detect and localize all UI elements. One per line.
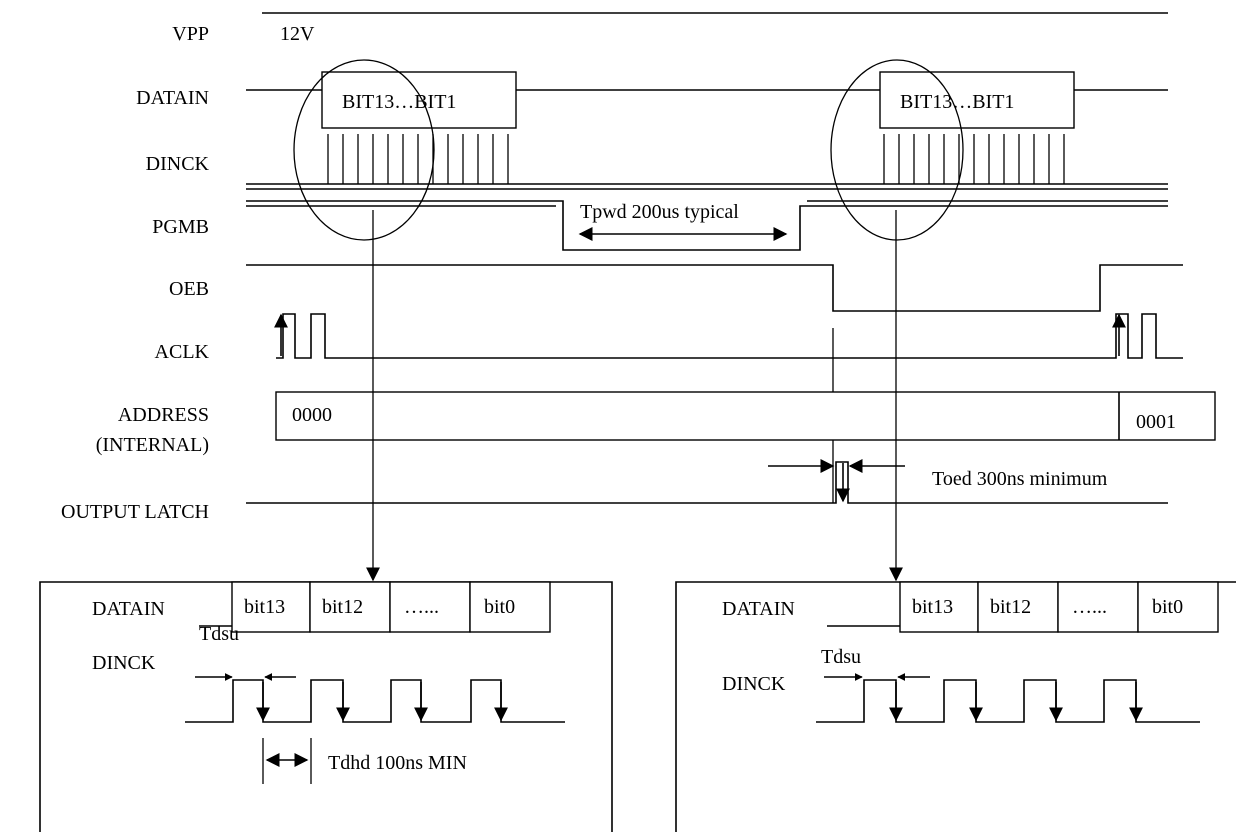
detail-right-cell-bit13: bit13: [912, 596, 953, 618]
dinck-pulses-left: [327, 134, 509, 184]
output-latch-waveform: [246, 461, 1168, 504]
label-oeb: OEB: [169, 278, 209, 300]
detail-left-datain-label: DATAIN: [92, 598, 165, 620]
detail-right-cell-bit12: bit12: [990, 596, 1031, 618]
detail-left-cell-bit13: bit13: [244, 596, 285, 618]
detail-right-tdsu-label: Tdsu: [821, 646, 861, 668]
label-datain: DATAIN: [136, 87, 209, 109]
aclk-waveform: [276, 313, 1183, 359]
detail-left-cell-ellipsis: …...: [404, 596, 439, 618]
tpwd-label: Tpwd 200us typical: [580, 201, 739, 223]
label-address-internal: (INTERNAL): [96, 434, 209, 456]
detail-left-dinck-waveform: [185, 679, 565, 723]
detail-right-dinck-waveform: [816, 679, 1200, 723]
detail-right-cell-bit0: bit0: [1152, 596, 1183, 618]
data-burst-label-left: BIT13…BIT1: [342, 91, 456, 113]
vpp-value: 12V: [280, 23, 315, 45]
highlight-circle-right: [830, 59, 964, 241]
highlight-circle-left: [293, 59, 435, 241]
label-pgmb: PGMB: [152, 216, 209, 238]
address-value-0000: 0000: [292, 404, 332, 426]
detail-right-cell-ellipsis: …...: [1072, 596, 1107, 618]
detail-left-tdhd-label: Tdhd 100ns MIN: [328, 752, 467, 774]
label-aclk: ACLK: [155, 341, 210, 363]
address-bus: [275, 391, 1216, 441]
detail-left-tdsu-label: Tdsu: [199, 623, 239, 645]
detail-box-left: [39, 581, 613, 832]
detail-left-cell-bit0: bit0: [484, 596, 515, 618]
datain-waveform: [246, 71, 1168, 129]
detail-right-dinck-label: DINCK: [722, 673, 786, 695]
address-value-0001: 0001: [1136, 411, 1176, 433]
label-address: ADDRESS: [118, 404, 209, 426]
detail-box-right: [675, 581, 1236, 832]
detail-right-datain-label: DATAIN: [722, 598, 795, 620]
detail-left-cell-bit12: bit12: [322, 596, 363, 618]
label-dinck: DINCK: [146, 153, 210, 175]
pgmb-waveform: [246, 200, 1168, 251]
detail-left-dinck-label: DINCK: [92, 652, 156, 674]
toed-label: Toed 300ns minimum: [932, 468, 1108, 490]
oeb-waveform: [246, 264, 1183, 312]
label-vpp: VPP: [172, 23, 209, 45]
label-output-latch: OUTPUT LATCH: [61, 501, 209, 523]
dinck-pulses-right: [883, 134, 1065, 184]
data-burst-label-right: BIT13…BIT1: [900, 91, 1014, 113]
